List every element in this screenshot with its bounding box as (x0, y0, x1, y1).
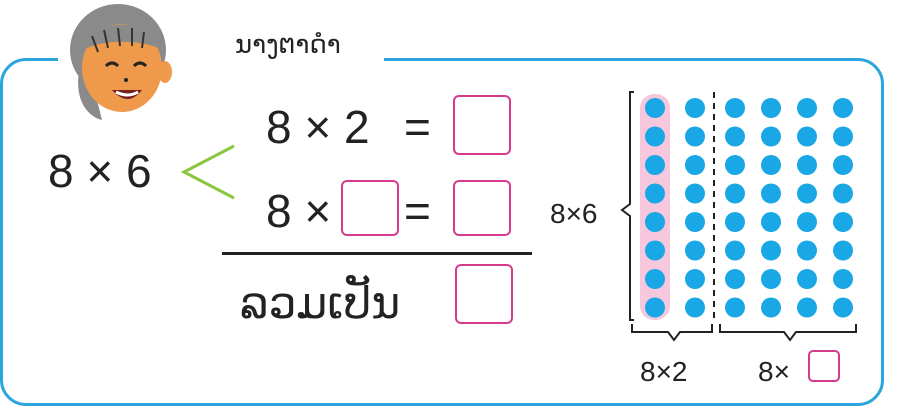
array-dot (761, 98, 781, 118)
array-dot (725, 155, 745, 175)
array-dot (645, 269, 665, 289)
array-dot (797, 269, 817, 289)
character-name: ນາງຕາດຳ (235, 30, 341, 60)
array-dot (761, 297, 781, 318)
array-dot (685, 212, 705, 232)
row1-expression: 8 × 2 (266, 101, 370, 153)
array-dot (833, 240, 853, 261)
array-dot (797, 240, 817, 261)
row1-answer-box[interactable] (453, 95, 511, 155)
array-dot (761, 269, 781, 289)
bottom-left-brace (631, 324, 713, 342)
bottom-right-label: 8× (758, 356, 790, 387)
array-dot (797, 98, 817, 118)
array-dot (685, 240, 705, 261)
array-dot (685, 297, 705, 318)
row2-expression: 8 × (266, 185, 332, 237)
row2-equals: = (404, 185, 431, 237)
branch-chevron-icon (180, 144, 235, 200)
array-dot (725, 98, 745, 118)
total-answer-box[interactable] (455, 264, 513, 324)
array-dot (645, 240, 665, 261)
array-dot (761, 155, 781, 175)
array-dot (685, 126, 705, 147)
content-frame (0, 58, 884, 406)
array-dot (645, 98, 665, 118)
array-dot (645, 126, 665, 147)
array-dot (645, 183, 665, 204)
array-dot (725, 297, 745, 318)
array-dot (761, 240, 781, 261)
array-dot (645, 297, 665, 318)
array-side-label: 8×6 (550, 198, 598, 229)
array-dot (761, 183, 781, 204)
row1-equals: = (404, 101, 431, 153)
array-dot (725, 183, 745, 204)
highlight-column (640, 94, 670, 320)
bottom-left-label: 8×2 (640, 356, 688, 387)
array-dot (797, 183, 817, 204)
array-dot (725, 240, 745, 261)
array-dot (833, 126, 853, 147)
array-dot (833, 297, 853, 318)
array-dot (761, 212, 781, 232)
array-dot (725, 212, 745, 232)
array-dot (685, 183, 705, 204)
array-dot (685, 155, 705, 175)
array-dot (685, 98, 705, 118)
array-dot (761, 126, 781, 147)
array-dot (833, 183, 853, 204)
dot-array (620, 91, 857, 342)
array-dot (685, 269, 705, 289)
total-label: ລວມເປັນ (240, 278, 401, 329)
array-dot (797, 155, 817, 175)
array-dot (833, 269, 853, 289)
row2-multiplier-box[interactable] (341, 180, 399, 236)
bottom-right-blank-box[interactable] (808, 350, 840, 382)
bottom-right-brace (719, 324, 857, 342)
sum-line (222, 252, 532, 255)
array-dot (645, 212, 665, 232)
expression-left: 8 × 6 (48, 145, 152, 197)
array-dot (833, 155, 853, 175)
side-brace (620, 91, 634, 321)
array-dot (797, 212, 817, 232)
row2-answer-box[interactable] (453, 180, 511, 236)
array-dot (797, 126, 817, 147)
girl-avatar-icon (70, 4, 172, 120)
array-dot (725, 269, 745, 289)
array-dot (645, 155, 665, 175)
array-dot (833, 212, 853, 232)
array-dot (797, 297, 817, 318)
array-dot (725, 126, 745, 147)
array-dot (833, 98, 853, 118)
